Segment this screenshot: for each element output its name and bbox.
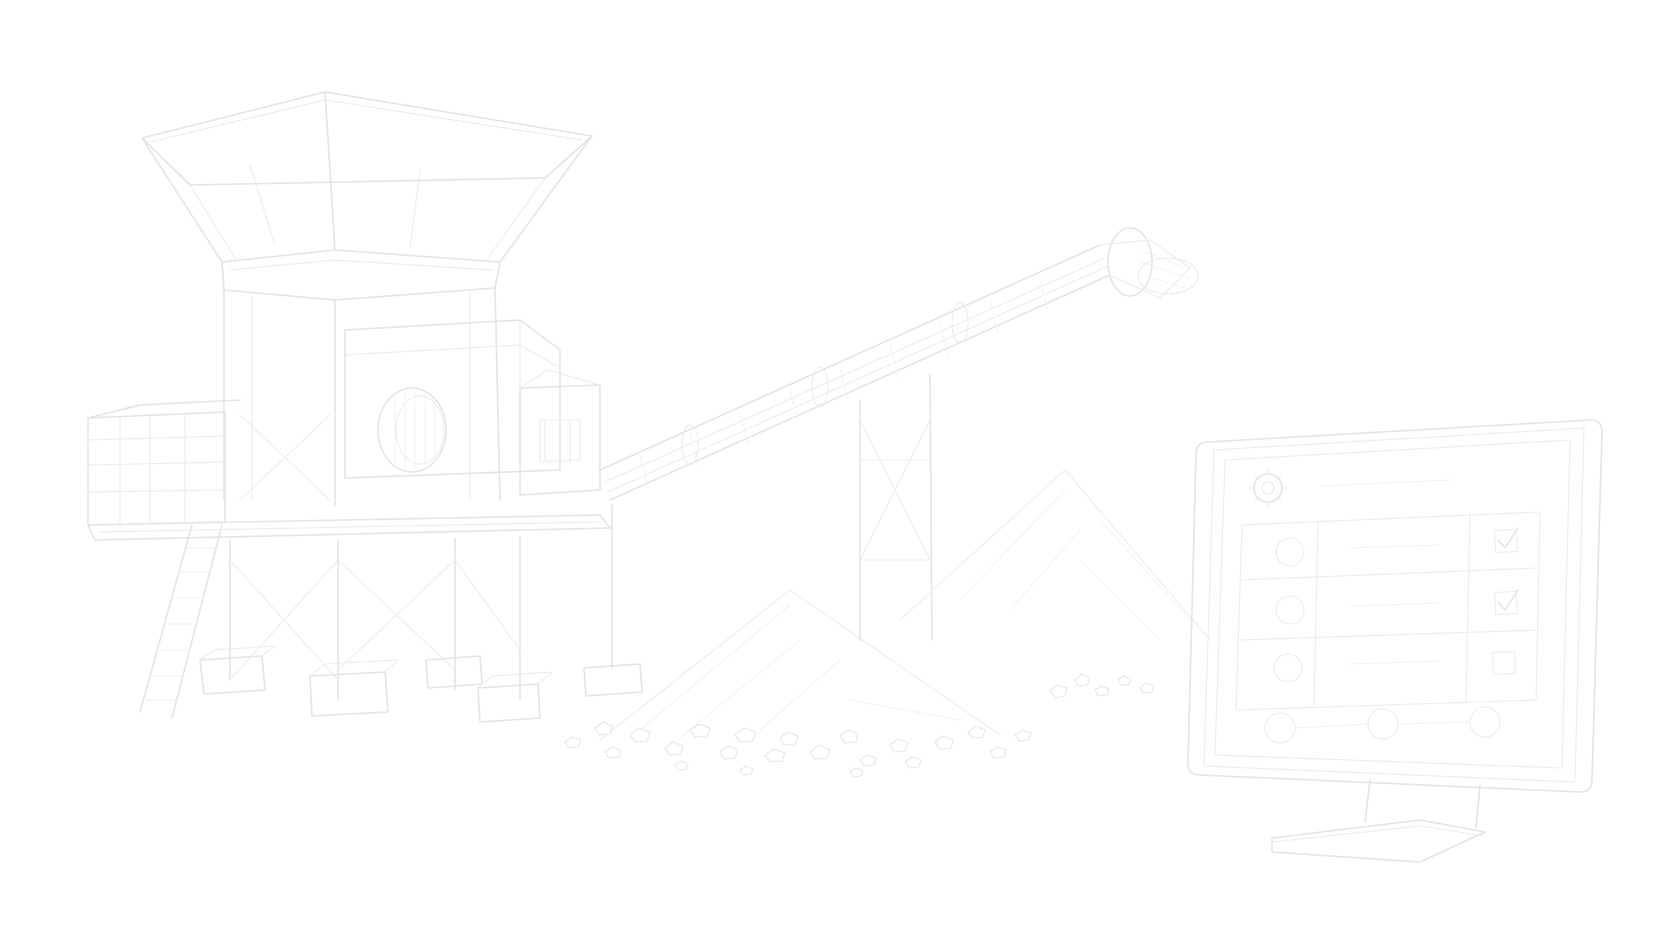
check-icon	[1493, 589, 1519, 616]
conveyor-belt	[599, 227, 1199, 641]
check-icon	[1491, 650, 1517, 676]
table-row	[1275, 537, 1441, 567]
control-monitor	[1187, 419, 1603, 863]
check-icon	[1493, 527, 1519, 554]
crusher-tower	[87, 91, 643, 723]
gear-icon	[1248, 468, 1288, 508]
table-row	[1273, 653, 1441, 683]
control-knobs	[1264, 706, 1501, 744]
table-row	[1275, 595, 1441, 625]
status-table	[1235, 511, 1541, 711]
stockpiles	[564, 469, 1211, 778]
monitor-title-bar	[1319, 479, 1451, 487]
